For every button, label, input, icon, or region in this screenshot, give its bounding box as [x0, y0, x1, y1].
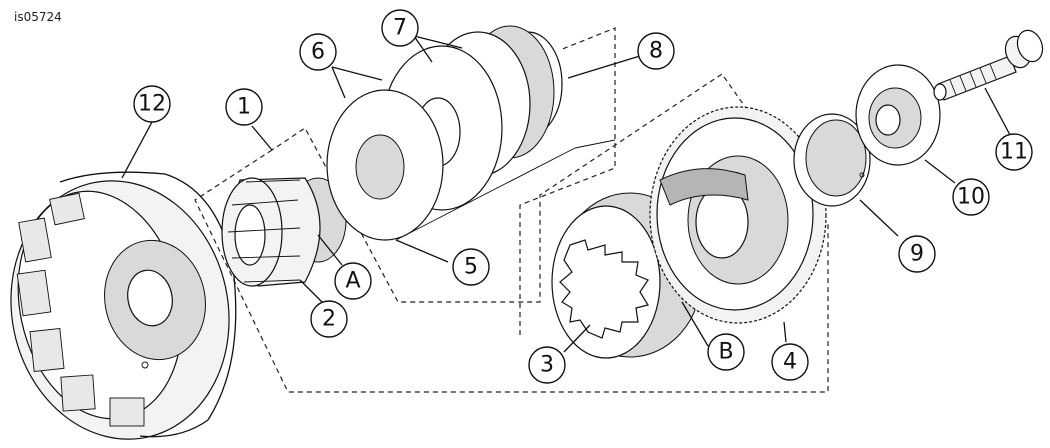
- svg-text:11: 11: [1000, 140, 1028, 165]
- callout-9: 9: [898, 235, 936, 273]
- svg-text:2: 2: [322, 307, 336, 332]
- svg-text:12: 12: [138, 92, 166, 117]
- callout-4: 4: [771, 343, 809, 381]
- callout-1: 1: [225, 88, 263, 126]
- svg-text:3: 3: [540, 353, 554, 378]
- callout-A: A: [334, 262, 372, 300]
- callout-3: 3: [528, 346, 566, 384]
- clutch-drum: [10, 171, 237, 440]
- svg-text:6: 6: [311, 40, 325, 65]
- clutch-plate-stack: [326, 25, 563, 241]
- group-boundary-large: [194, 73, 829, 393]
- washer: [793, 113, 871, 207]
- callout-2: 2: [310, 300, 348, 338]
- bolt: [933, 29, 1044, 101]
- pressure-plate: [551, 192, 703, 359]
- svg-text:1: 1: [237, 95, 251, 120]
- retaining-plate: [855, 64, 941, 166]
- callout-5: 5: [452, 248, 490, 286]
- svg-text:7: 7: [393, 16, 407, 41]
- clutch-sprocket: [649, 106, 827, 324]
- clutch-hub: [221, 177, 347, 287]
- callout-12: 12: [133, 85, 171, 123]
- svg-text:4: 4: [783, 350, 797, 375]
- svg-text:A: A: [345, 269, 360, 294]
- group-boundary-plates: [519, 27, 616, 335]
- callout-7: 7: [381, 9, 419, 47]
- svg-text:10: 10: [957, 185, 985, 210]
- callout-8: 8: [637, 32, 675, 70]
- callout-11: 11: [995, 133, 1033, 171]
- leader-lines: [121, 35, 1011, 353]
- svg-text:B: B: [718, 340, 733, 365]
- callout-B: B: [707, 333, 745, 371]
- document-id: is05724: [14, 10, 62, 24]
- callout-6: 6: [299, 33, 337, 71]
- svg-text:9: 9: [910, 242, 924, 267]
- callout-10: 10: [952, 178, 990, 216]
- svg-text:8: 8: [649, 39, 663, 64]
- svg-text:5: 5: [464, 255, 478, 280]
